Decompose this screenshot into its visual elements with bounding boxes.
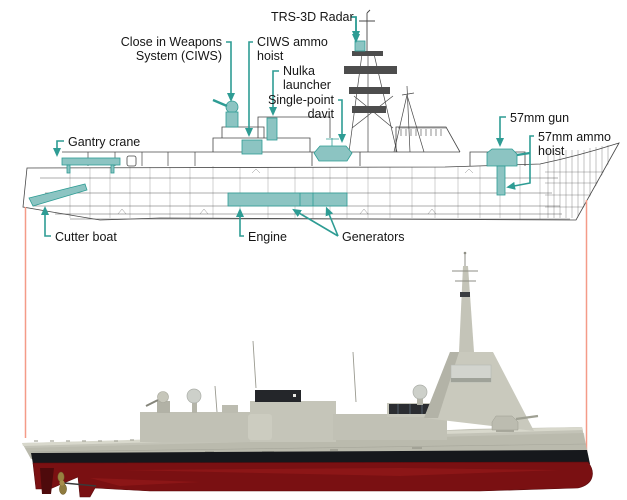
ciws-platform [221,126,265,138]
leader-57mm-gun [496,116,506,147]
bow-framing [545,145,615,218]
pole-mast [393,85,425,153]
label-ciws-line1: Close in Weapons [121,35,222,49]
profile-line-drawing [22,9,620,221]
render-intake-band [255,390,301,402]
render-waterline [31,450,590,464]
render-bridge-windows [389,404,435,414]
aft-deckhouse [212,137,311,152]
lattice-mast [344,9,398,153]
bridge-block [395,126,461,153]
label-ciws-hoist-line2: hoist [257,49,284,63]
label-generators: Generators [342,230,405,244]
gantry-crane-leg [110,164,115,174]
ciws-mount-dome [225,100,239,114]
gantry-crane-highlight [61,157,121,166]
topmast [359,9,375,51]
label-57mm-hoist-line2: hoist [538,144,565,158]
render-intake-light [293,394,296,397]
render-whip-antennas [214,340,357,413]
leader-ciws-ammo-hoist [245,41,253,137]
render-side-panel [248,414,272,440]
hull-outline [22,142,620,221]
deck-fitting [126,155,137,167]
callout-labels: TRS-3D Radar Close in Weapons System (CI… [55,10,611,244]
leader-57mm-ammo-hoist [506,135,534,190]
leader-gantry-crane [53,140,64,157]
label-ciws-hoist-line1: CIWS ammo [257,35,328,49]
trs-radar-highlight [354,40,366,52]
label-davit-line1: Single-point [268,93,335,107]
engine-generator-band [227,192,348,207]
label-cutter-boat: Cutter boat [55,230,117,244]
callout-leaders [41,16,534,237]
leader-single-point-davit [338,99,346,143]
mid-deckhouse [257,116,331,138]
render-bridge-radome [412,384,428,405]
nulka-launcher-highlight [266,117,278,141]
projection-guides [24,200,588,461]
render-red-highlight [90,468,560,486]
label-nulka-line2: launcher [283,78,331,92]
label-engine: Engine [248,230,287,244]
leader-generators-1 [292,208,339,237]
57mm-hoist-shaft-highlight [496,165,506,196]
davit-well [311,152,361,166]
ciws-barrel [212,98,228,108]
label-gantry-crane: Gantry crane [68,135,140,149]
rendered-ship [22,251,593,498]
gantry-crane-leg [66,164,71,174]
render-mast-spire [459,266,474,352]
label-nulka-line1: Nulka [283,64,315,78]
leader-nulka-launcher [269,70,279,116]
render-57mm-gun [491,414,539,432]
render-deck-ticks [34,439,134,442]
frame-lines [69,164,541,219]
leader-engine [236,208,244,237]
57mm-barrel [516,151,531,157]
render-rudder [40,468,54,494]
render-hangar-fitting [222,405,238,413]
render-ciws-mount [145,391,170,413]
label-trs-3d-radar: TRS-3D Radar [271,10,354,24]
label-57mm-hoist-line1: 57mm ammo [538,130,611,144]
render-propeller [57,471,97,495]
leader-generators-2 [325,206,339,237]
cutter-boat-highlight [28,183,88,207]
label-davit-line2: davit [308,107,335,121]
ciws-ammo-hoist-highlight [241,139,263,155]
render-pyramid-mast [424,251,534,431]
label-57mm-gun: 57mm gun [510,111,569,125]
leader-cutter-boat [41,206,51,237]
label-ciws-line2: System (CIWS) [136,49,222,63]
compartment-marks [117,168,474,215]
render-aft-radome [186,388,202,413]
render-hull-crease [29,443,587,453]
57mm-gun-highlight [486,148,518,167]
leader-ciws [226,41,235,102]
leader-trs-3d-radar-line [351,16,360,43]
davit-boat-highlight [313,138,353,162]
ciws-mount-pedestal [225,111,239,128]
render-hangar-block [140,412,253,442]
bridge-windows [398,127,446,136]
